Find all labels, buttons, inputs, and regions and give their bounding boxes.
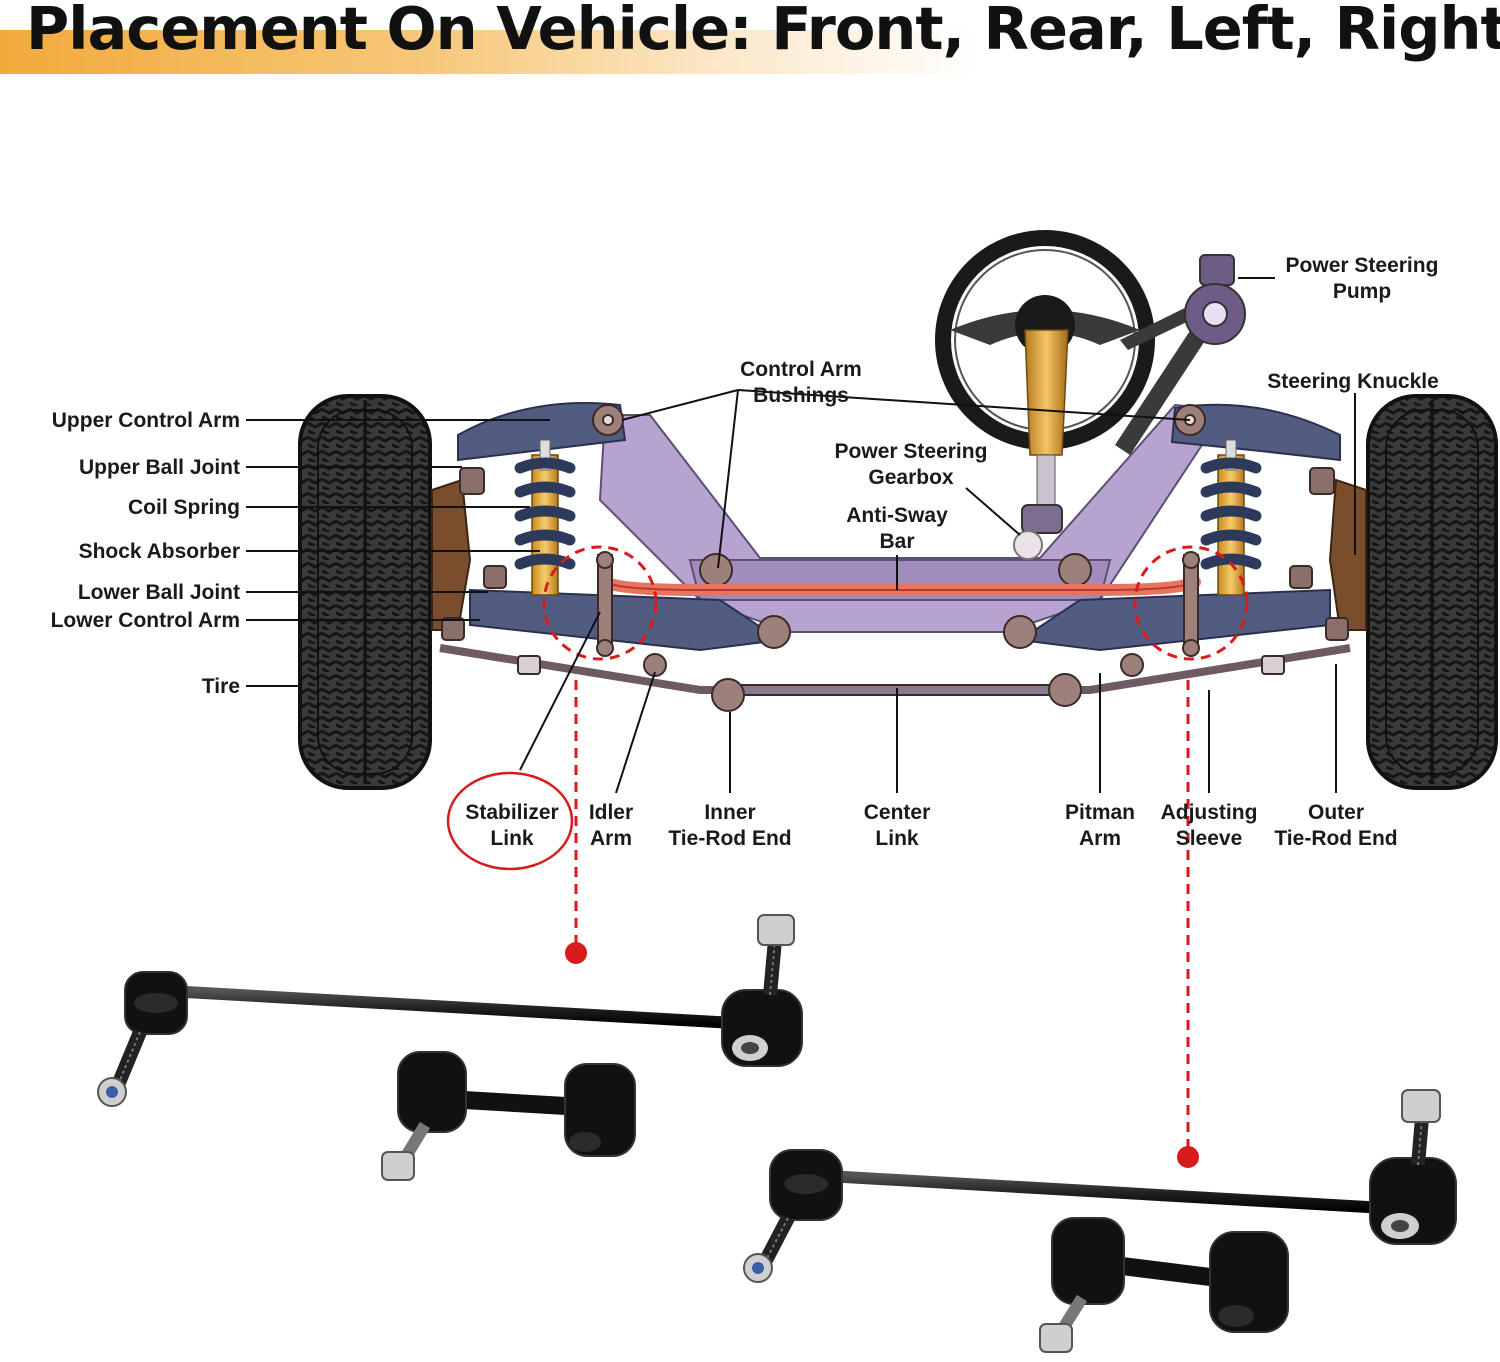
label-power-steering-gearbox-line2: Gearbox [868,466,954,489]
label-lower-ball-joint: Lower Ball Joint [78,581,240,604]
right-shock-absorber [1217,439,1245,596]
right-steering-knuckle [1328,478,1367,631]
title-highlight-band [0,30,980,74]
right-drop-dot [1177,1146,1199,1168]
leader-lines [246,277,1356,794]
left-coil-spring [514,457,576,570]
right-coil-spring [1200,457,1262,570]
label-upper-control-arm: Upper Control Arm [52,409,240,432]
label-inner-tie-rod-end-line1: Inner [704,801,755,824]
control-arm-bushings [592,404,1206,649]
stabilizer-link-label-circle [446,771,574,871]
label-steering-knuckle: Steering Knuckle [1267,370,1439,393]
product-long-stabilizer-link-2 [743,1089,1457,1283]
power-steering-pump [1115,254,1246,455]
label-stabilizer-link-line1: Stabilizer [465,801,558,824]
label-power-steering-pump-line1: Power Steering [1286,254,1439,277]
label-center-link-line1: Center [864,801,931,824]
label-anti-sway-bar-line1: Anti-Sway [846,504,948,527]
ball-joints [441,467,1349,641]
left-highlight-circle [542,545,658,661]
label-inner-tie-rod-end-line2: Tie-Rod End [668,827,791,850]
product-long-stabilizer-link-1 [97,914,803,1107]
label-tire: Tire [202,675,240,698]
right-upper-control-arm [1170,403,1341,462]
steering-column [1024,329,1069,516]
steering-linkage [439,644,1351,712]
label-power-steering-gearbox-line1: Power Steering [835,440,988,463]
label-outer-tie-rod-end-line2: Tie-Rod End [1274,827,1397,850]
left-steering-knuckle [431,478,472,631]
label-pitman-arm-line1: Pitman [1065,801,1135,824]
right-tire [1366,394,1498,790]
product-short-stabilizer-link-1 [381,1051,636,1181]
label-center-link-line2: Link [875,827,918,850]
part-labels: Upper Control Arm Upper Ball Joint Coil … [51,254,1439,850]
vehicle-stabilizer-links [596,551,1200,657]
label-pitman-arm-line2: Arm [1079,827,1121,850]
label-upper-ball-joint: Upper Ball Joint [79,456,240,479]
label-stabilizer-link-line2: Link [490,827,533,850]
label-power-steering-pump-line2: Pump [1333,280,1391,303]
label-anti-sway-bar-line2: Bar [879,530,914,553]
label-outer-tie-rod-end-line1: Outer [1308,801,1364,824]
product-short-stabilizer-link-2 [1039,1217,1289,1353]
label-coil-spring: Coil Spring [128,496,240,519]
label-control-arm-bushings-line2: Bushings [753,384,849,407]
right-highlight-circle [1133,545,1249,661]
page-title: Placement On Vehicle: Front, Rear, Left,… [26,0,1500,63]
label-idler-arm-line2: Arm [590,827,632,850]
power-steering-gearbox [1013,504,1063,560]
label-idler-arm-line1: Idler [589,801,633,824]
label-adjusting-sleeve-line2: Sleeve [1176,827,1243,850]
label-lower-control-arm: Lower Control Arm [51,609,240,632]
left-drop-dot [565,942,587,964]
label-control-arm-bushings-line1: Control Arm [740,358,862,381]
label-adjusting-sleeve-line1: Adjusting [1161,801,1258,824]
label-shock-absorber: Shock Absorber [79,540,240,563]
